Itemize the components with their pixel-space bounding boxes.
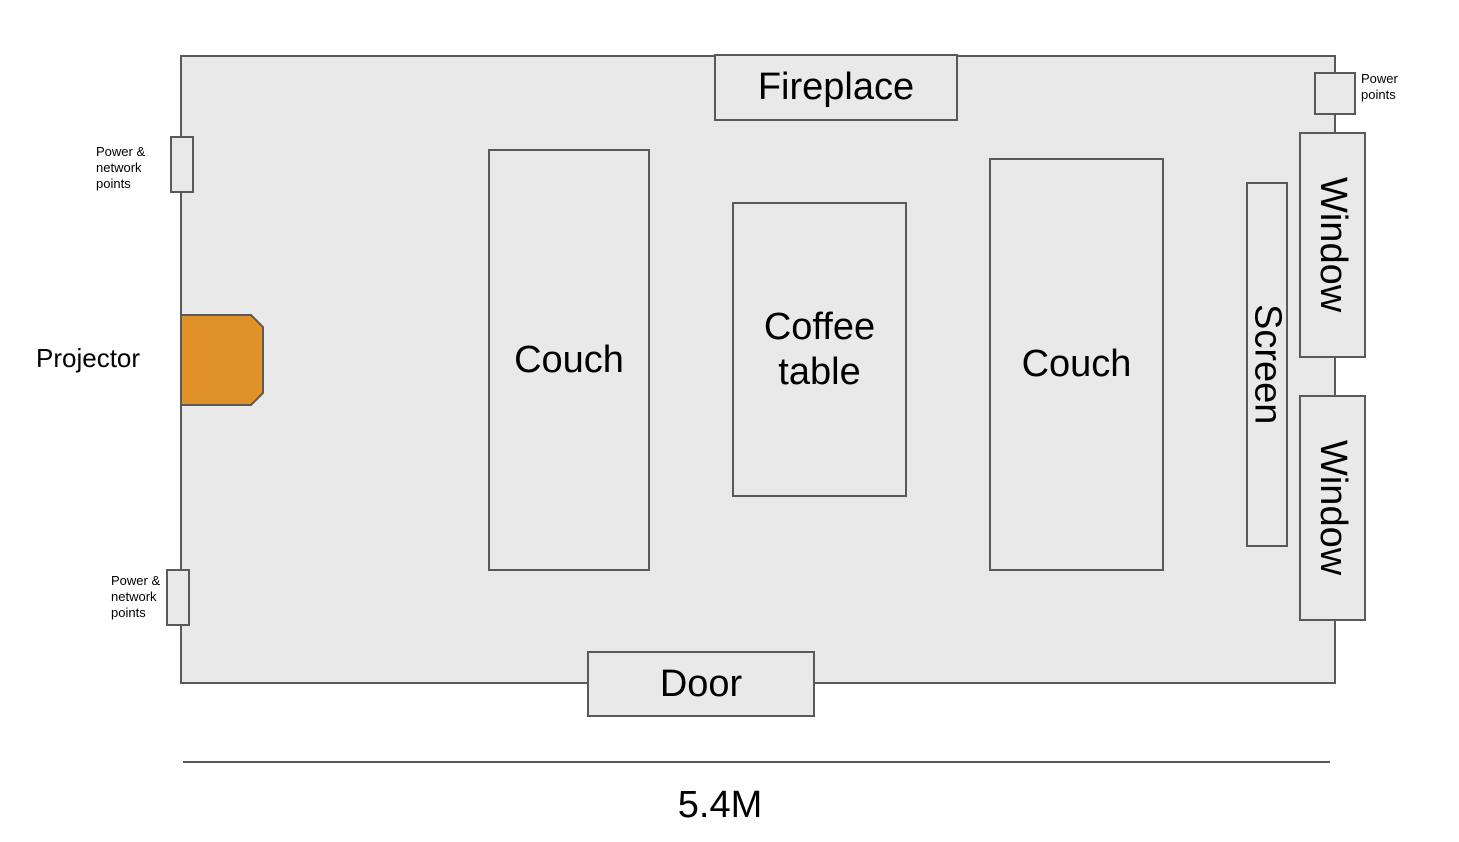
power-network-label-bottom-left: Power & network points: [111, 573, 161, 620]
coffee-table-label: Coffee table: [763, 306, 876, 393]
couch-right-label: Couch: [1021, 343, 1132, 386]
screen-label: Screen: [1246, 304, 1289, 425]
fireplace: Fireplace: [714, 54, 958, 121]
power-network-outlet-bottom-left: [166, 569, 190, 626]
scale-line: [183, 761, 1330, 763]
power-points-label-top-right: Power points: [1361, 71, 1398, 102]
couch-left-label: Couch: [514, 338, 624, 381]
scale-label: 5.4M: [677, 784, 763, 826]
screen: Screen: [1246, 182, 1289, 547]
power-network-outlet-top-left: [170, 136, 194, 193]
projector-shape: [180, 314, 264, 406]
couch-left: Couch: [488, 149, 650, 571]
projector-label: Projector: [36, 343, 141, 373]
door: Door: [587, 651, 815, 717]
window-bottom-label: Window: [1312, 440, 1354, 576]
couch-right: Couch: [989, 158, 1164, 571]
fireplace-label: Fireplace: [757, 66, 915, 109]
door-label: Door: [659, 662, 743, 705]
power-points-outlet-top-right: [1314, 72, 1356, 115]
power-network-label-top-left: Power & network points: [96, 144, 146, 191]
window-top-label: Window: [1312, 177, 1354, 313]
coffee-table: Coffee table: [732, 202, 907, 497]
window-top: Window: [1299, 132, 1366, 358]
window-bottom: Window: [1299, 395, 1366, 621]
